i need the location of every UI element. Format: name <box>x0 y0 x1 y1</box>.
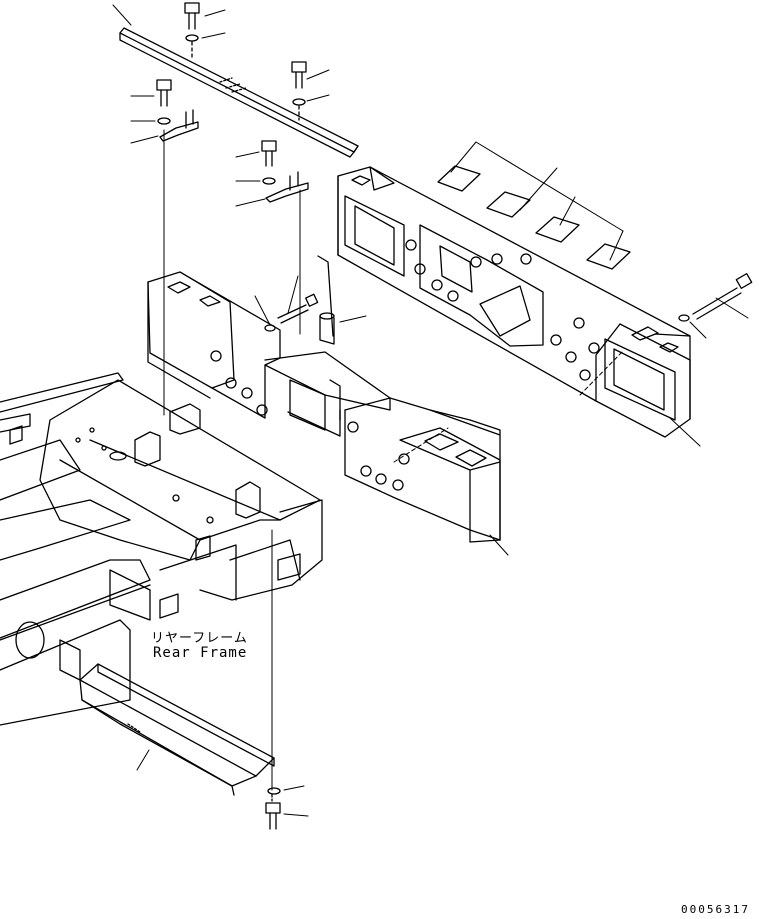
counterweight-rear <box>337 166 691 438</box>
drawing-number: 00056317 <box>681 903 750 916</box>
under-cover-bolt <box>265 787 281 830</box>
rear-frame <box>0 372 323 726</box>
long-bolt <box>678 273 753 322</box>
rear-frame-caption-en: Rear Frame <box>153 645 248 661</box>
under-cover <box>79 663 275 796</box>
top-cover-plate <box>119 27 359 203</box>
cover-bolts <box>156 2 307 185</box>
pipe-and-pin <box>264 255 335 345</box>
counterweight-front <box>147 271 501 543</box>
caution-plates <box>437 165 631 270</box>
rear-frame-caption-ja: リヤーフレーム <box>151 631 248 646</box>
leader-lines <box>112 4 749 817</box>
